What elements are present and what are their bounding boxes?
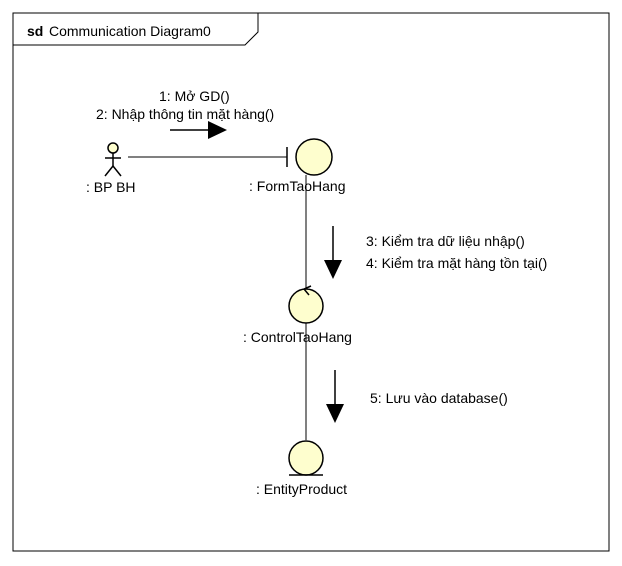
entity-label: : EntityProduct	[256, 481, 347, 497]
boundary-object-icon[interactable]	[286, 138, 333, 176]
message-4-label: 4: Kiểm tra mặt hàng tồn tại()	[366, 255, 547, 271]
message-1-label: 1: Mở GD()	[159, 88, 230, 104]
actor-icon[interactable]	[104, 142, 122, 177]
message-arrow-down-1	[324, 226, 342, 279]
frame-title-tab	[13, 13, 259, 46]
diagram-frame	[12, 12, 610, 552]
boundary-label: : FormTaoHang	[249, 178, 345, 194]
control-label: : ControlTaoHang	[243, 329, 352, 345]
message-arrow-right	[170, 121, 227, 139]
frame-keyword: sd	[27, 23, 43, 39]
entity-object-icon[interactable]	[288, 440, 324, 476]
message-5-label: 5: Lưu vào database()	[370, 390, 508, 406]
message-arrow-down-2	[326, 370, 344, 423]
message-2-label: 2: Nhập thông tin mặt hàng()	[96, 106, 274, 122]
frame-title: Communication Diagram0	[49, 23, 211, 39]
actor-label: : BP BH	[86, 179, 136, 195]
message-3-label: 3: Kiểm tra dữ liệu nhập()	[366, 233, 525, 249]
control-object-icon[interactable]	[288, 285, 324, 324]
